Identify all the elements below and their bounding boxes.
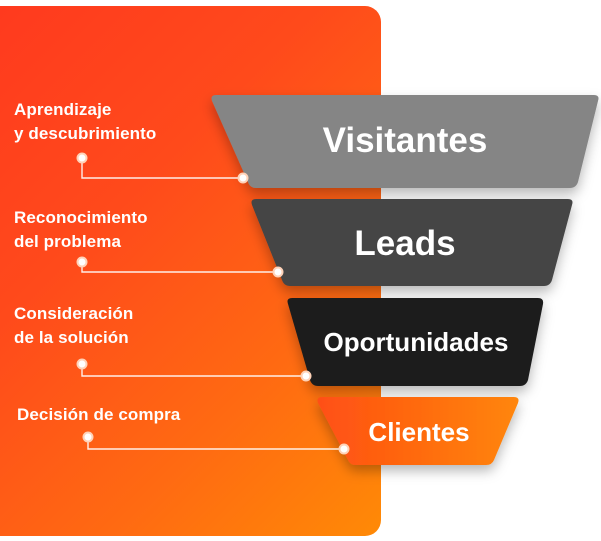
- connector-decision: [82, 431, 350, 455]
- stage-label-aprendizaje: Aprendizaje y descubrimiento: [14, 100, 157, 143]
- tier-label-clientes: Clientes: [368, 417, 470, 447]
- stage-label-decision: Decisión de compra: [17, 405, 181, 424]
- funnel-tier-leads: [251, 199, 573, 286]
- connector-reconocimiento: [76, 256, 284, 278]
- funnel-tier-oportunidades: [287, 298, 544, 386]
- connector-consideracion: [76, 358, 312, 382]
- tier-label-visitantes: Visitantes: [322, 121, 488, 160]
- stage-label-reconocimiento: Reconocimiento del problema: [14, 208, 148, 251]
- stage-label-consideracion: Consideración de la solución: [14, 304, 134, 347]
- funnel-tier-visitantes: [211, 95, 599, 188]
- connector-aprendizaje: [76, 152, 249, 184]
- tier-label-leads: Leads: [354, 224, 456, 263]
- funnel-tier-clientes: [317, 397, 519, 465]
- tier-label-oportunidades: Oportunidades: [323, 327, 509, 357]
